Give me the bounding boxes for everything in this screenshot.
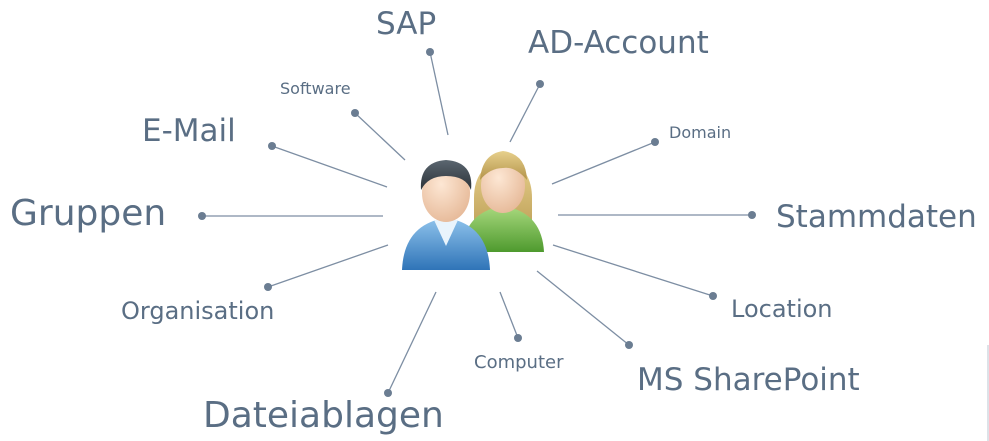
connector-ad-account [509,83,541,143]
connector-sap [429,51,449,136]
node-dot-gruppen [198,212,206,220]
node-dot-stammdaten [748,211,756,219]
node-dot-computer [514,334,522,342]
node-dot-domain [651,138,659,146]
node-label-gruppen: Gruppen [10,193,167,234]
node-label-software: Software [280,79,351,98]
node-dot-sap [426,48,434,56]
connector-location [552,244,714,297]
node-label-domain: Domain [669,123,732,142]
node-label-ad-account: AD-Account [528,25,709,61]
node-label-sap: SAP [376,6,437,42]
node-dot-ad-account [536,80,544,88]
connector-computer [499,291,519,339]
node-label-e-mail: E-Mail [142,113,236,149]
node-dot-software [351,109,359,117]
node-label-ms-sharepoint: MS SharePoint [637,362,860,398]
connector-e-mail [271,145,388,188]
node-dot-organisation [264,283,272,291]
node-dot-e-mail [268,142,276,150]
node-dot-ms-sharepoint [625,341,633,349]
node-label-location: Location [731,295,833,323]
connector-ms-sharepoint [536,270,630,346]
edge-divider [987,345,989,441]
users-icon [402,151,544,270]
node-dot-dateiablagen [384,389,392,397]
connector-domain [551,141,656,185]
node-label-dateiablagen: Dateiablagen [203,395,444,436]
node-label-computer: Computer [474,352,564,373]
connector-dateiablagen [387,291,437,394]
connector-software [354,112,406,161]
node-label-organisation: Organisation [121,297,275,325]
node-label-stammdaten: Stammdaten [776,199,977,235]
connector-organisation [267,244,389,288]
node-dot-location [709,292,717,300]
